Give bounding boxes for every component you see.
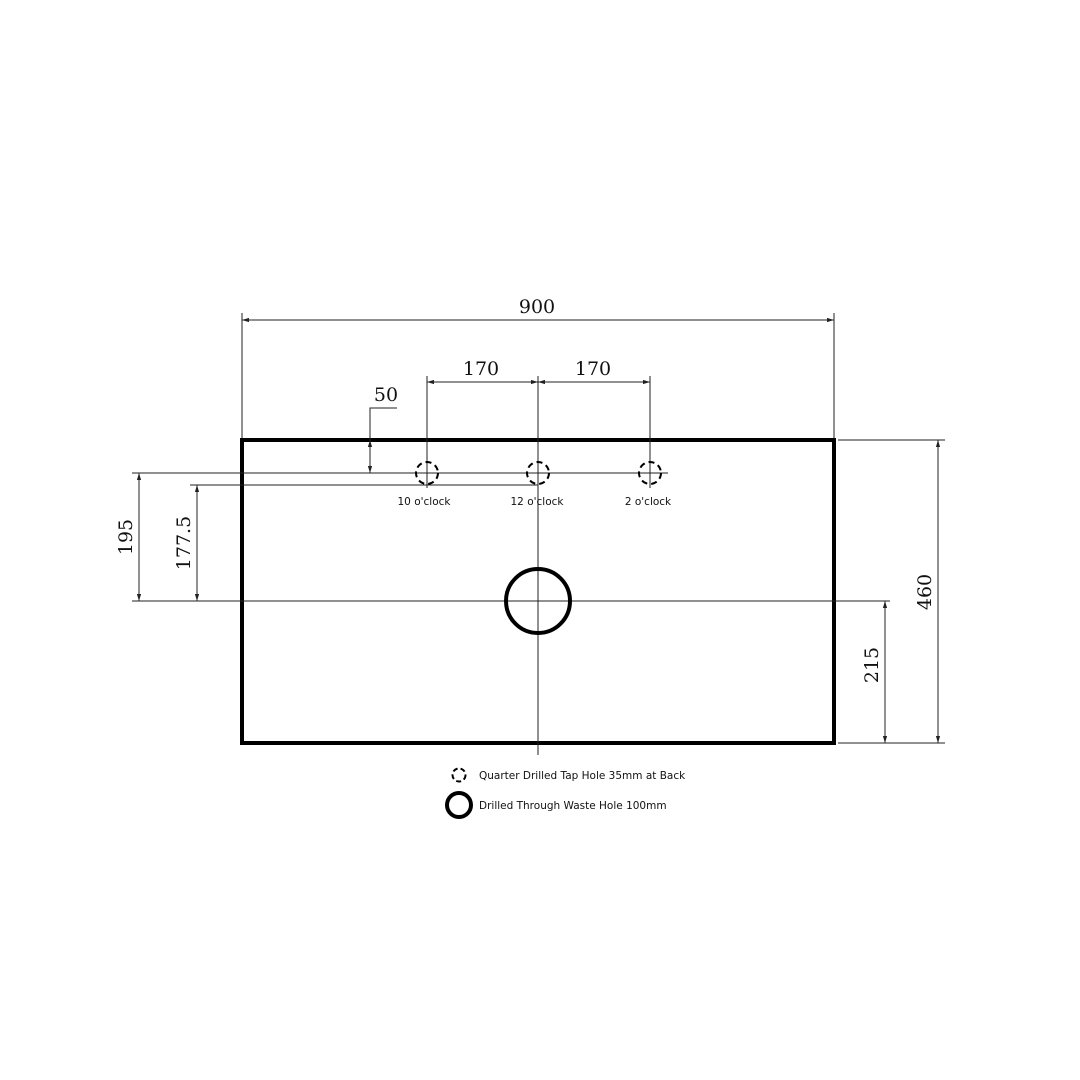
legend-tap-hole-icon [451, 767, 467, 783]
tap-hole-12-oclock: 12 o'clock [511, 461, 565, 508]
dim-waste-from-front: 215 [861, 647, 883, 683]
dim-overall-depth: 460 [914, 574, 936, 610]
tap-hole-10-oclock: 10 o'clock [398, 461, 452, 508]
dimension-lines [136, 317, 941, 743]
legend-waste-hole-icon [445, 791, 473, 819]
dim-waste-from-tap-edge: 177.5 [173, 516, 195, 570]
tap-hole-label: 12 o'clock [511, 496, 565, 508]
tap-hole-label: 2 o'clock [625, 496, 672, 508]
dim-overall-width: 900 [519, 296, 555, 318]
dim-tap-spacing-right: 170 [575, 358, 611, 380]
legend-tap-hole-text: Quarter Drilled Tap Hole 35mm at Back [479, 770, 686, 782]
tap-hole-2-oclock: 2 o'clock [625, 461, 672, 508]
dim-tap-spacing-left: 170 [463, 358, 499, 380]
construction-lines [132, 313, 945, 755]
waste-hole [504, 567, 572, 635]
dim-waste-from-tap-line: 195 [115, 519, 137, 555]
dim-tap-from-back: 50 [374, 384, 398, 406]
legend: Quarter Drilled Tap Hole 35mm at Back Dr… [445, 767, 686, 819]
legend-waste-hole-text: Drilled Through Waste Hole 100mm [479, 800, 667, 812]
tap-hole-label: 10 o'clock [398, 496, 452, 508]
